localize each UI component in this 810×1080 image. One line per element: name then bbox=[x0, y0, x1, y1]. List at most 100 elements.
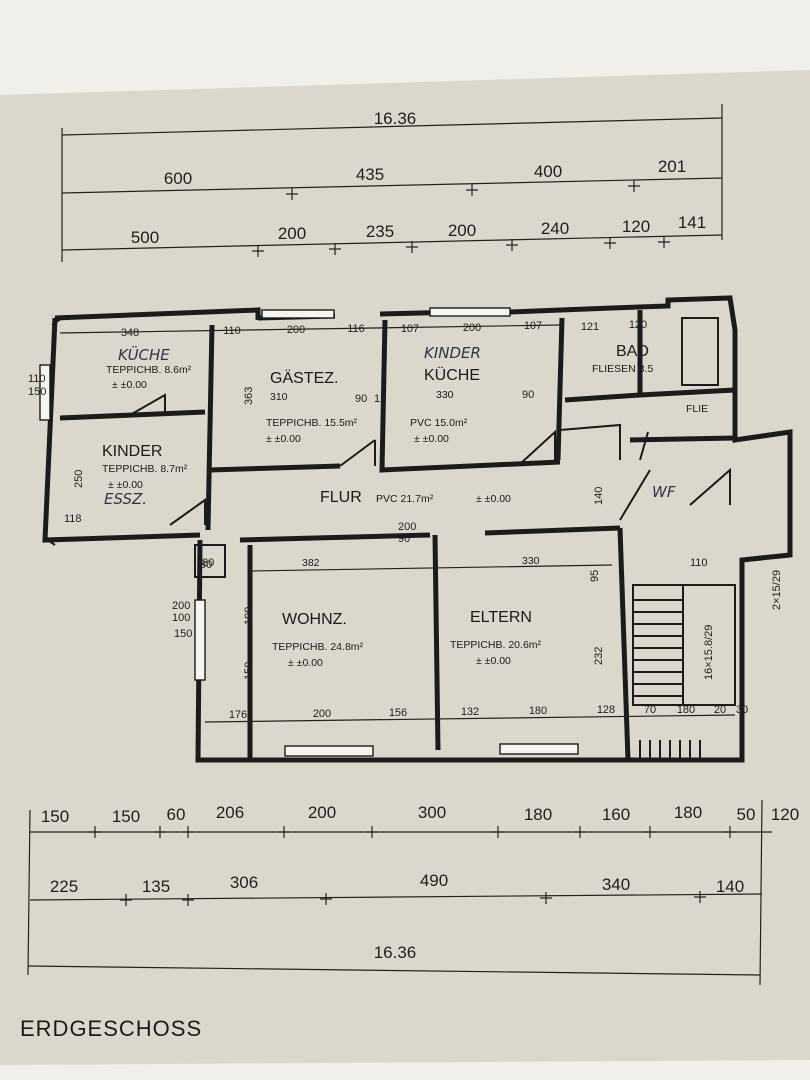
dim-bottom-6: 300 bbox=[418, 803, 446, 822]
room-wohnz-floor: TEPPICHB. 24.8m² bbox=[272, 641, 364, 653]
room-kinder: KINDER TEPPICHB. 8.7m² ± ±0.00 ESSZ. bbox=[102, 443, 188, 508]
room-kueche2-floor: PVC 15.0m² bbox=[410, 417, 468, 429]
dim-bottom-2: 150 bbox=[112, 807, 140, 826]
dim-inner-bottom-6: 128 bbox=[597, 704, 615, 716]
sheet-title: ERDGESCHOSS bbox=[20, 1016, 202, 1041]
dim-misc-8: 150 bbox=[243, 662, 255, 680]
dim-bottom-8: 160 bbox=[602, 805, 630, 824]
room-bad: BAD FLIESEN 8.5 FLIE bbox=[592, 343, 708, 415]
dim-bottom-17: 140 bbox=[716, 877, 744, 896]
dim-misc-6: 90 bbox=[398, 533, 410, 545]
dim-top-8: 200 bbox=[448, 221, 476, 240]
dim-bottom-12: 225 bbox=[50, 877, 78, 896]
dim-inner-bottom-3: 156 bbox=[389, 707, 407, 719]
dim-misc-13: 16×15.8/29 bbox=[703, 625, 715, 680]
room-eltern-level: ± ±0.00 bbox=[476, 655, 511, 667]
room-kinder-note: ESSZ. bbox=[104, 490, 147, 508]
room-flur-level: ± ±0.00 bbox=[476, 493, 511, 505]
room-kueche2-note: KINDER bbox=[424, 344, 481, 362]
dim-misc-5: 200 bbox=[398, 521, 416, 533]
top-dimension-lines bbox=[61, 104, 723, 262]
room-kinder-level: ± ±0.00 bbox=[108, 479, 143, 491]
dim-misc-9: 232 bbox=[593, 647, 605, 665]
dim-bottom-9: 180 bbox=[674, 803, 702, 822]
dim-inner-bottom-4: 132 bbox=[461, 706, 479, 718]
dim-top-4: 201 bbox=[658, 157, 686, 176]
dim-bottom-5: 200 bbox=[308, 803, 336, 822]
dim-misc-10: 140 bbox=[593, 487, 605, 505]
room-wohnz-name: WOHNZ. bbox=[282, 611, 347, 628]
dim-left-3: 250 bbox=[73, 470, 85, 488]
dim-misc-3: 90 bbox=[522, 389, 534, 401]
inner-dimension-lines bbox=[59, 324, 736, 723]
total-width-bottom: 16.36 bbox=[374, 943, 417, 962]
dim-misc-2: 90 bbox=[355, 393, 367, 405]
dim-bottom-14: 306 bbox=[230, 873, 258, 892]
dim-inner-top-4: 116 bbox=[347, 323, 365, 335]
dim-misc-1: 363 bbox=[243, 387, 255, 405]
dim-bottom-7: 180 bbox=[524, 805, 552, 824]
dim-left-1: 110 bbox=[28, 373, 46, 385]
dim-misc-14: 2×15/29 bbox=[771, 570, 783, 610]
room-flur-name: FLUR bbox=[320, 489, 362, 506]
room-kueche2-width: 330 bbox=[436, 389, 454, 401]
room-kueche-name: KÜCHE bbox=[118, 345, 170, 364]
dim-top-9: 240 bbox=[541, 219, 569, 238]
dim-left-5: 150 bbox=[174, 628, 192, 640]
dim-bottom-10: 50 bbox=[737, 805, 756, 824]
room-bad-floor: FLIESEN 8.5 bbox=[592, 363, 653, 375]
dim-inner-top-7: 107 bbox=[524, 320, 542, 332]
dim-bottom-16: 340 bbox=[602, 875, 630, 894]
room-gaestez-name: GÄSTEZ. bbox=[270, 369, 338, 387]
dim-inner-top-5: 107 bbox=[401, 323, 419, 335]
room-wohnz-width: 382 bbox=[302, 557, 320, 569]
room-eltern-name: ELTERN bbox=[470, 609, 532, 626]
dim-misc-7: 100 bbox=[243, 607, 255, 625]
room-flur-floor: PVC 21.7m² bbox=[376, 493, 434, 505]
dim-misc-16: 100 bbox=[172, 612, 190, 624]
room-wohnz-level: ± ±0.00 bbox=[288, 657, 323, 669]
dim-bottom-13: 135 bbox=[142, 877, 170, 896]
room-eltern-width: 330 bbox=[522, 555, 540, 567]
dim-left-6: 80 bbox=[200, 559, 212, 571]
dim-inner-bottom-1: 176 bbox=[229, 709, 247, 721]
staircase bbox=[632, 584, 736, 760]
room-bad-name: BAD bbox=[616, 343, 649, 360]
dim-top-6: 200 bbox=[278, 224, 306, 243]
dim-inner-top-8: 121 bbox=[581, 321, 599, 333]
dim-inner-bottom-7: 70 bbox=[644, 704, 656, 716]
dim-left-4: 118 bbox=[64, 513, 82, 525]
dim-misc-12: 110 bbox=[690, 557, 708, 569]
room-kinder-floor: TEPPICHB. 8.7m² bbox=[102, 463, 188, 475]
dim-misc-11: 95 bbox=[589, 570, 601, 582]
room-gaestez-floor: TEPPICHB. 15.5m² bbox=[266, 417, 358, 429]
door-swings bbox=[129, 393, 731, 526]
dim-top-11: 141 bbox=[678, 213, 706, 232]
dim-top-3: 400 bbox=[534, 162, 562, 181]
dim-inner-bottom-2: 200 bbox=[313, 708, 331, 720]
windows bbox=[39, 307, 579, 757]
room-kueche2-level: ± ±0.00 bbox=[414, 433, 449, 445]
room-kueche: KÜCHE TEPPICHB. 8.6m² ± ±0.00 bbox=[106, 345, 192, 391]
dim-inner-top-1: 348 bbox=[121, 327, 139, 339]
dim-inner-bottom-5: 180 bbox=[529, 705, 547, 717]
dim-inner-top-6: 200 bbox=[463, 322, 481, 334]
total-width-top: 16.36 bbox=[374, 109, 417, 128]
dim-inner-top-2: 110 bbox=[223, 325, 241, 337]
room-bad-small: FLIE bbox=[686, 403, 708, 415]
dim-inner-top-9: 120 bbox=[629, 319, 647, 331]
dim-bottom-15: 490 bbox=[420, 871, 448, 890]
room-flur-note: WF bbox=[652, 483, 676, 501]
room-gaestez-level: ± ±0.00 bbox=[266, 433, 301, 445]
chimney bbox=[194, 544, 226, 578]
room-kueche-floor: TEPPICHB. 8.6m² bbox=[106, 364, 192, 376]
room-flur: FLUR PVC 21.7m² ± ±0.00 WF bbox=[320, 483, 676, 506]
dim-top-2: 435 bbox=[356, 165, 384, 184]
dim-misc-17: 80 bbox=[202, 557, 214, 569]
bottom-dimension-lines bbox=[27, 799, 772, 986]
dim-bottom-11: 120 bbox=[771, 805, 799, 824]
room-gaestez: GÄSTEZ. 310 TEPPICHB. 15.5m² ± ±0.00 bbox=[266, 369, 358, 445]
dim-top-10: 120 bbox=[622, 217, 650, 236]
